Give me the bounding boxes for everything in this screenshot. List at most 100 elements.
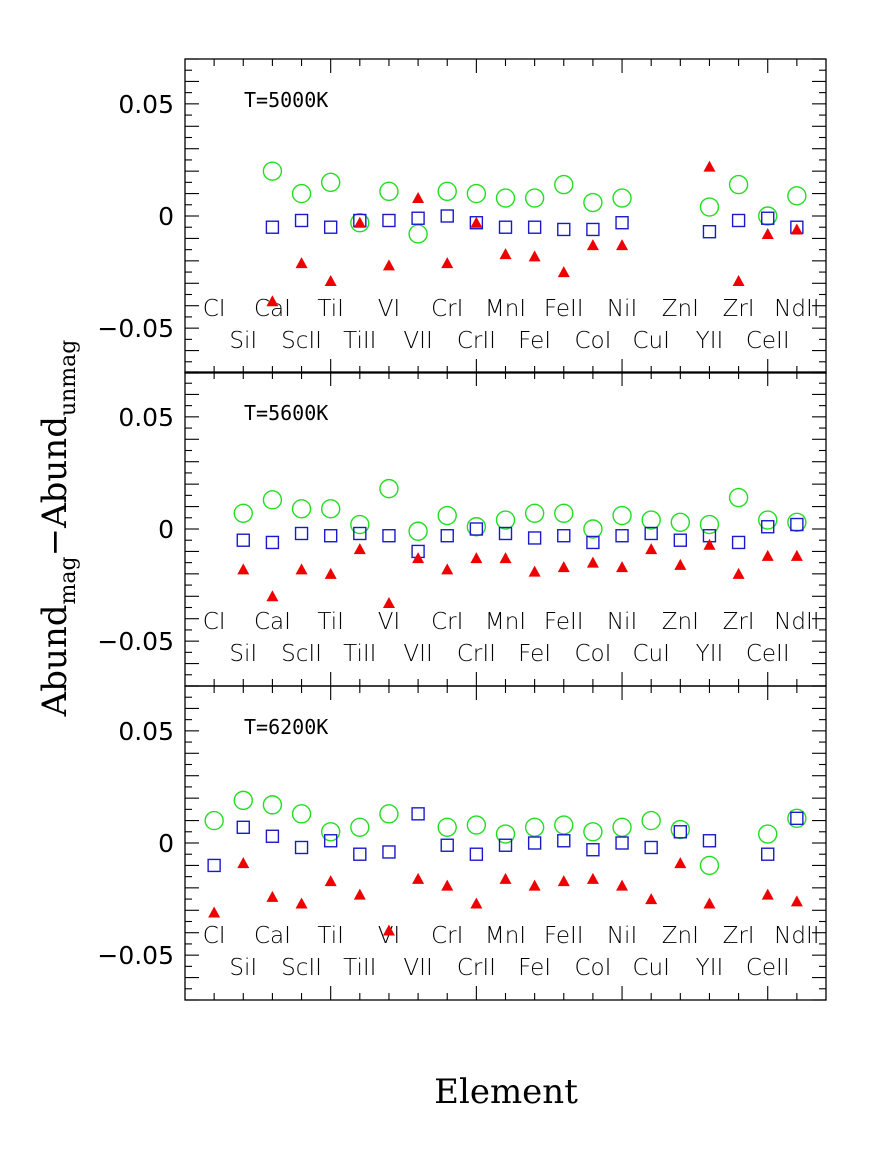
element-label: VI bbox=[378, 923, 401, 949]
y-tick-label: −0.05 bbox=[97, 941, 174, 970]
circle-point bbox=[758, 206, 778, 226]
square-point bbox=[644, 526, 658, 541]
element-label: CuI bbox=[632, 641, 669, 667]
square-point bbox=[236, 533, 250, 547]
triangle-point bbox=[586, 872, 599, 884]
square-point bbox=[498, 220, 513, 234]
triangle-point bbox=[703, 160, 716, 172]
circle-point bbox=[379, 181, 399, 202]
square-point bbox=[702, 224, 717, 239]
circle-point bbox=[699, 855, 720, 876]
square-point bbox=[353, 526, 367, 541]
triangle-point bbox=[324, 567, 337, 579]
element-label: NiI bbox=[607, 923, 637, 949]
y-axis-label-sub-mag: mag bbox=[56, 556, 81, 604]
element-label: CI bbox=[203, 296, 226, 322]
triangle-point bbox=[732, 567, 745, 579]
square-point bbox=[731, 213, 746, 228]
circle-point bbox=[670, 819, 691, 840]
triangle-point bbox=[470, 897, 483, 909]
triangle-point bbox=[382, 597, 395, 609]
square-point bbox=[498, 838, 513, 852]
circle-point bbox=[583, 192, 603, 213]
triangle-point bbox=[528, 565, 541, 577]
circle-point bbox=[437, 181, 457, 202]
element-label: FeII bbox=[544, 609, 584, 635]
series-triangle bbox=[266, 160, 803, 307]
square-point bbox=[761, 520, 775, 534]
triangle-point bbox=[266, 590, 279, 602]
element-label: TiII bbox=[343, 328, 376, 354]
square-point bbox=[323, 834, 338, 848]
element-label: VI bbox=[378, 609, 401, 635]
square-point bbox=[586, 222, 600, 237]
circle-point bbox=[787, 512, 807, 532]
element-label: CeII bbox=[746, 641, 790, 667]
series-square bbox=[236, 517, 804, 559]
element-label: YII bbox=[696, 328, 724, 354]
circle-point bbox=[554, 815, 574, 835]
circle-point bbox=[495, 188, 516, 208]
series-circle bbox=[262, 161, 807, 244]
circle-point bbox=[204, 810, 224, 831]
element-label: NdII bbox=[774, 923, 819, 949]
square-point bbox=[557, 529, 571, 543]
element-label: ZnI bbox=[662, 296, 699, 322]
element-label: MnI bbox=[485, 923, 526, 949]
element-label: CaI bbox=[254, 923, 291, 949]
square-point bbox=[615, 529, 629, 543]
element-label: NiI bbox=[607, 609, 637, 635]
temperature-label: T=6200K bbox=[244, 715, 328, 739]
square-point bbox=[236, 820, 250, 834]
square-point bbox=[440, 838, 454, 852]
element-label: ZnI bbox=[662, 923, 699, 949]
x-axis-label: Element bbox=[434, 1072, 578, 1112]
y-tick-label: 0 bbox=[158, 202, 174, 231]
triangle-point bbox=[528, 250, 541, 262]
element-label: NiI bbox=[607, 296, 637, 322]
series-circle bbox=[233, 478, 807, 541]
circle-point bbox=[641, 810, 661, 831]
circle-point bbox=[262, 490, 283, 510]
circle-point bbox=[466, 183, 487, 204]
element-label: FeII bbox=[544, 296, 584, 322]
element-label: VII bbox=[403, 955, 432, 981]
svg-text:Abundmag−Abundunmag: Abundmag−Abundunmag bbox=[35, 340, 81, 718]
element-label: CI bbox=[203, 923, 226, 949]
triangle-point bbox=[266, 295, 279, 307]
circle-point bbox=[320, 822, 341, 842]
element-label: CaI bbox=[254, 609, 291, 635]
element-label: ZnI bbox=[662, 609, 699, 635]
series-square bbox=[265, 209, 804, 239]
y-axis-label-prefix: Abund bbox=[35, 604, 75, 717]
square-point bbox=[790, 811, 804, 826]
triangle-point bbox=[266, 890, 279, 902]
triangle-point bbox=[557, 561, 570, 573]
circle-point bbox=[408, 224, 428, 244]
triangle-point bbox=[353, 888, 366, 900]
element-label: CoI bbox=[574, 641, 611, 667]
triangle-point bbox=[353, 216, 366, 228]
element-label: FeI bbox=[518, 955, 551, 981]
triangle-point bbox=[382, 924, 395, 936]
element-label: TiII bbox=[343, 641, 376, 667]
triangle-point bbox=[295, 257, 308, 269]
element-label: CeII bbox=[746, 955, 790, 981]
circle-point bbox=[728, 487, 749, 508]
element-label: ScII bbox=[281, 955, 322, 981]
y-tick-label: −0.05 bbox=[97, 314, 174, 343]
circle-point bbox=[787, 808, 807, 829]
circle-point bbox=[437, 817, 457, 837]
element-label: CrI bbox=[431, 609, 463, 635]
square-point bbox=[294, 840, 309, 855]
square-point bbox=[557, 834, 571, 848]
triangle-point bbox=[499, 552, 512, 564]
series-triangle bbox=[237, 538, 803, 609]
square-point bbox=[440, 529, 454, 543]
circle-point bbox=[408, 521, 428, 541]
square-point bbox=[323, 220, 338, 234]
element-label: FeII bbox=[544, 923, 584, 949]
